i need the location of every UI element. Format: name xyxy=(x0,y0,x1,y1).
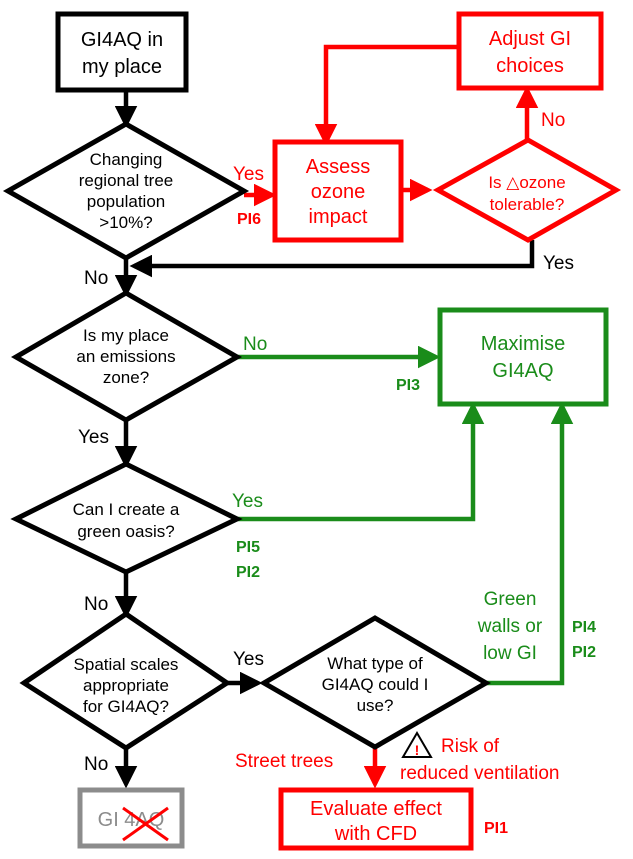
gi4aq-type-question: What type of GI4AQ could I use? xyxy=(259,615,491,750)
pi1-label: PI1 xyxy=(484,820,508,837)
arrow-adjust-to-assess xyxy=(314,44,459,147)
arrow-green-walls xyxy=(486,401,574,686)
maximise-line-2: GI4AQ xyxy=(492,360,553,382)
green-oasis-question: Can I create a green oasis? xyxy=(10,461,243,575)
spatial-question-line-1: Spatial scales xyxy=(74,655,179,674)
green-walls-line-2: walls or xyxy=(477,616,543,637)
risk-line-2: reduced ventilation xyxy=(400,763,560,784)
tree-question-line-2: regional tree xyxy=(79,171,174,190)
svg-text:!: ! xyxy=(415,742,420,758)
oasis-question-line-1: Can I create a xyxy=(73,500,180,519)
ozone-no-label: No xyxy=(541,110,565,131)
emissions-question-line-1: Is my place xyxy=(83,326,169,345)
risk-line-1: Risk of xyxy=(441,736,500,757)
spatial-no-label: No xyxy=(84,754,108,775)
arrow-oasis-yes xyxy=(237,401,485,522)
pi3-label: PI3 xyxy=(396,377,420,394)
red-cross-icon xyxy=(122,806,169,842)
emissions-question-line-2: an emissions xyxy=(76,347,175,366)
spatial-yes-label: Yes xyxy=(233,649,264,670)
green-walls-label: Green walls or low GI xyxy=(477,589,543,664)
pi4-label: PI4 xyxy=(572,619,596,636)
start-node-line-1: GI4AQ in xyxy=(81,29,163,51)
oasis-no-label: No xyxy=(84,594,108,615)
tree-no-label: No xyxy=(84,268,108,289)
assess-ozone-line-3: impact xyxy=(309,206,368,228)
start-node: GI4AQ in my place xyxy=(55,11,189,93)
assess-ozone-line-2: ozone xyxy=(311,181,366,203)
pi5-label: PI5 xyxy=(236,539,260,556)
emissions-no-label: No xyxy=(243,334,267,355)
maximise-line-1: Maximise xyxy=(481,333,565,355)
type-question-line-2: GI4AQ could I xyxy=(322,675,429,694)
spatial-question-line-3: for GI4AQ? xyxy=(83,697,169,716)
tree-yes-label: Yes xyxy=(233,164,264,185)
street-trees-label: Street trees xyxy=(235,751,333,772)
oasis-yes-label: Yes xyxy=(232,491,263,512)
assess-ozone-node: Assess ozone impact xyxy=(272,139,404,243)
ozone-yes-label: Yes xyxy=(543,253,574,274)
emissions-question-line-3: zone? xyxy=(103,368,149,387)
adjust-gi-line-2: choices xyxy=(496,55,564,77)
tree-population-question: Changing regional tree population >10%? xyxy=(2,121,250,261)
green-walls-line-3: low GI xyxy=(483,643,537,664)
start-node-line-2: my place xyxy=(82,56,162,78)
arrow-ozone-yes xyxy=(129,240,535,278)
pi2-label-walls: PI2 xyxy=(572,644,596,661)
emissions-zone-question: Is my place an emissions zone? xyxy=(10,290,243,423)
connectors xyxy=(114,44,574,789)
adjust-gi-node: Adjust GI choices xyxy=(456,11,604,91)
oasis-question-line-2: green oasis? xyxy=(77,522,174,541)
evaluate-cfd-node: Evaluate effect with CFD xyxy=(278,787,474,851)
emissions-yes-label: Yes xyxy=(78,427,109,448)
spatial-question-line-2: appropriate xyxy=(83,676,169,695)
ozone-question-line-2: tolerable? xyxy=(490,195,565,214)
assess-ozone-line-1: Assess xyxy=(306,156,370,178)
tree-question-line-1: Changing xyxy=(90,150,163,169)
evaluate-cfd-line-2: with CFD xyxy=(334,823,417,845)
ozone-tolerable-question: Is △ozone tolerable? xyxy=(432,137,622,243)
pi2-label-oasis: PI2 xyxy=(236,564,260,581)
green-walls-line-1: Green xyxy=(484,589,537,610)
tree-question-line-3: population xyxy=(87,192,165,211)
evaluate-cfd-line-1: Evaluate effect xyxy=(310,798,442,820)
type-question-line-3: use? xyxy=(357,696,394,715)
maximise-node: Maximise GI4AQ xyxy=(437,307,609,407)
adjust-gi-line-1: Adjust GI xyxy=(489,28,571,50)
ozone-question-line-1: Is △ozone xyxy=(488,173,565,192)
pi6-label: PI6 xyxy=(237,211,261,228)
spatial-scales-question: Spatial scales appropriate for GI4AQ? xyxy=(19,610,232,751)
warning-triangle-icon: ! xyxy=(401,731,433,758)
type-question-line-1: What type of xyxy=(327,654,423,673)
tree-question-line-4: >10%? xyxy=(99,213,152,232)
gi4aq-crossed-node: GI 4AQ xyxy=(77,787,185,849)
